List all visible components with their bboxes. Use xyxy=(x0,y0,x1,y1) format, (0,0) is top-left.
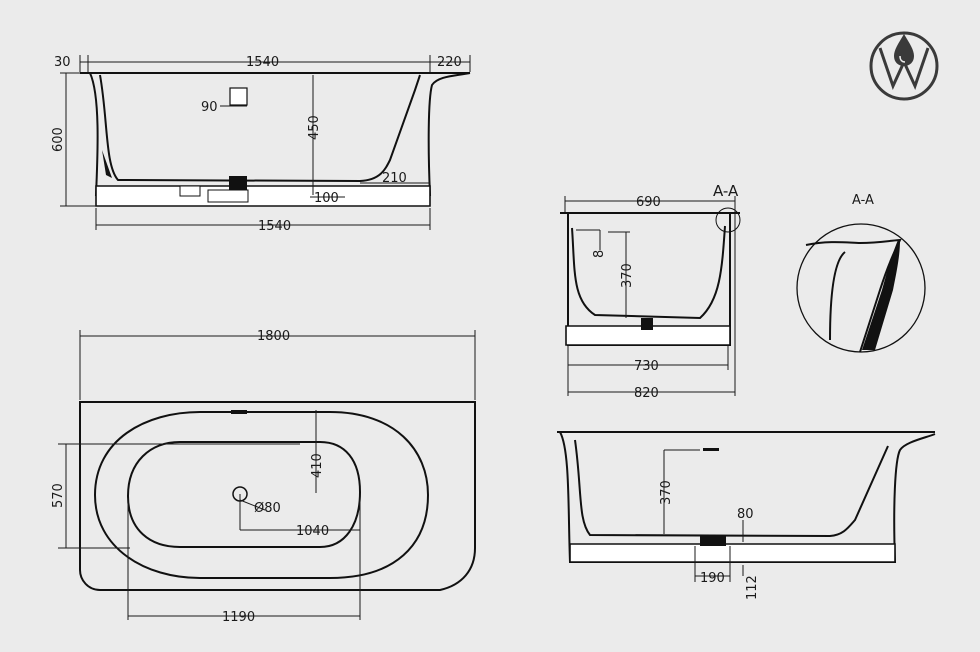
detail-view: A-A xyxy=(796,193,926,353)
dim-plan-width: 570 xyxy=(51,483,66,508)
dim-overflow-small: 8 xyxy=(592,250,607,258)
dim-base-offset: 210 xyxy=(382,171,407,186)
dim-base-height: 100 xyxy=(314,191,339,206)
dim-plan-drain-diameter: Ø80 xyxy=(254,501,281,516)
dim-side-drain-offset: 80 xyxy=(737,507,754,522)
dim-section-base-width: 730 xyxy=(634,359,659,374)
plan-view: 1800 570 410 Ø80 1040 1190 xyxy=(51,329,476,625)
dim-height: 600 xyxy=(51,127,66,152)
dim-section-depth: 370 xyxy=(620,263,635,288)
dim-side-depth: 370 xyxy=(659,480,674,505)
dim-depth: 450 xyxy=(307,115,322,140)
section-label-detail: A-A xyxy=(852,193,874,208)
water-drop-w-logo-icon xyxy=(869,31,939,101)
dim-plan-length: 1800 xyxy=(257,329,290,344)
dim-plan-inner-length: 1040 xyxy=(296,524,329,539)
section-label-main: A-A xyxy=(713,182,739,200)
side-elevation-view: 370 80 190 112 xyxy=(557,431,936,600)
dim-section-total-width: 820 xyxy=(634,386,659,401)
dim-plan-drain-offset: 410 xyxy=(310,453,325,478)
dim-top-rim-left: 30 xyxy=(54,55,71,70)
dim-top-length: 1540 xyxy=(246,55,279,70)
section-view: A-A 690 8 370 730 820 xyxy=(560,182,741,401)
dim-top-rim-right: 220 xyxy=(437,55,462,70)
dim-base-length: 1540 xyxy=(258,219,291,234)
dim-side-drain-height: 112 xyxy=(745,575,760,600)
front-elevation-view: 30 1540 220 90 450 600 210 100 1540 xyxy=(51,55,471,234)
dim-overflow: 90 xyxy=(201,100,218,115)
dim-plan-outer-inner-length: 1190 xyxy=(222,610,255,625)
dim-side-drain-width: 190 xyxy=(700,571,725,586)
dim-section-inner-width: 690 xyxy=(636,195,661,210)
